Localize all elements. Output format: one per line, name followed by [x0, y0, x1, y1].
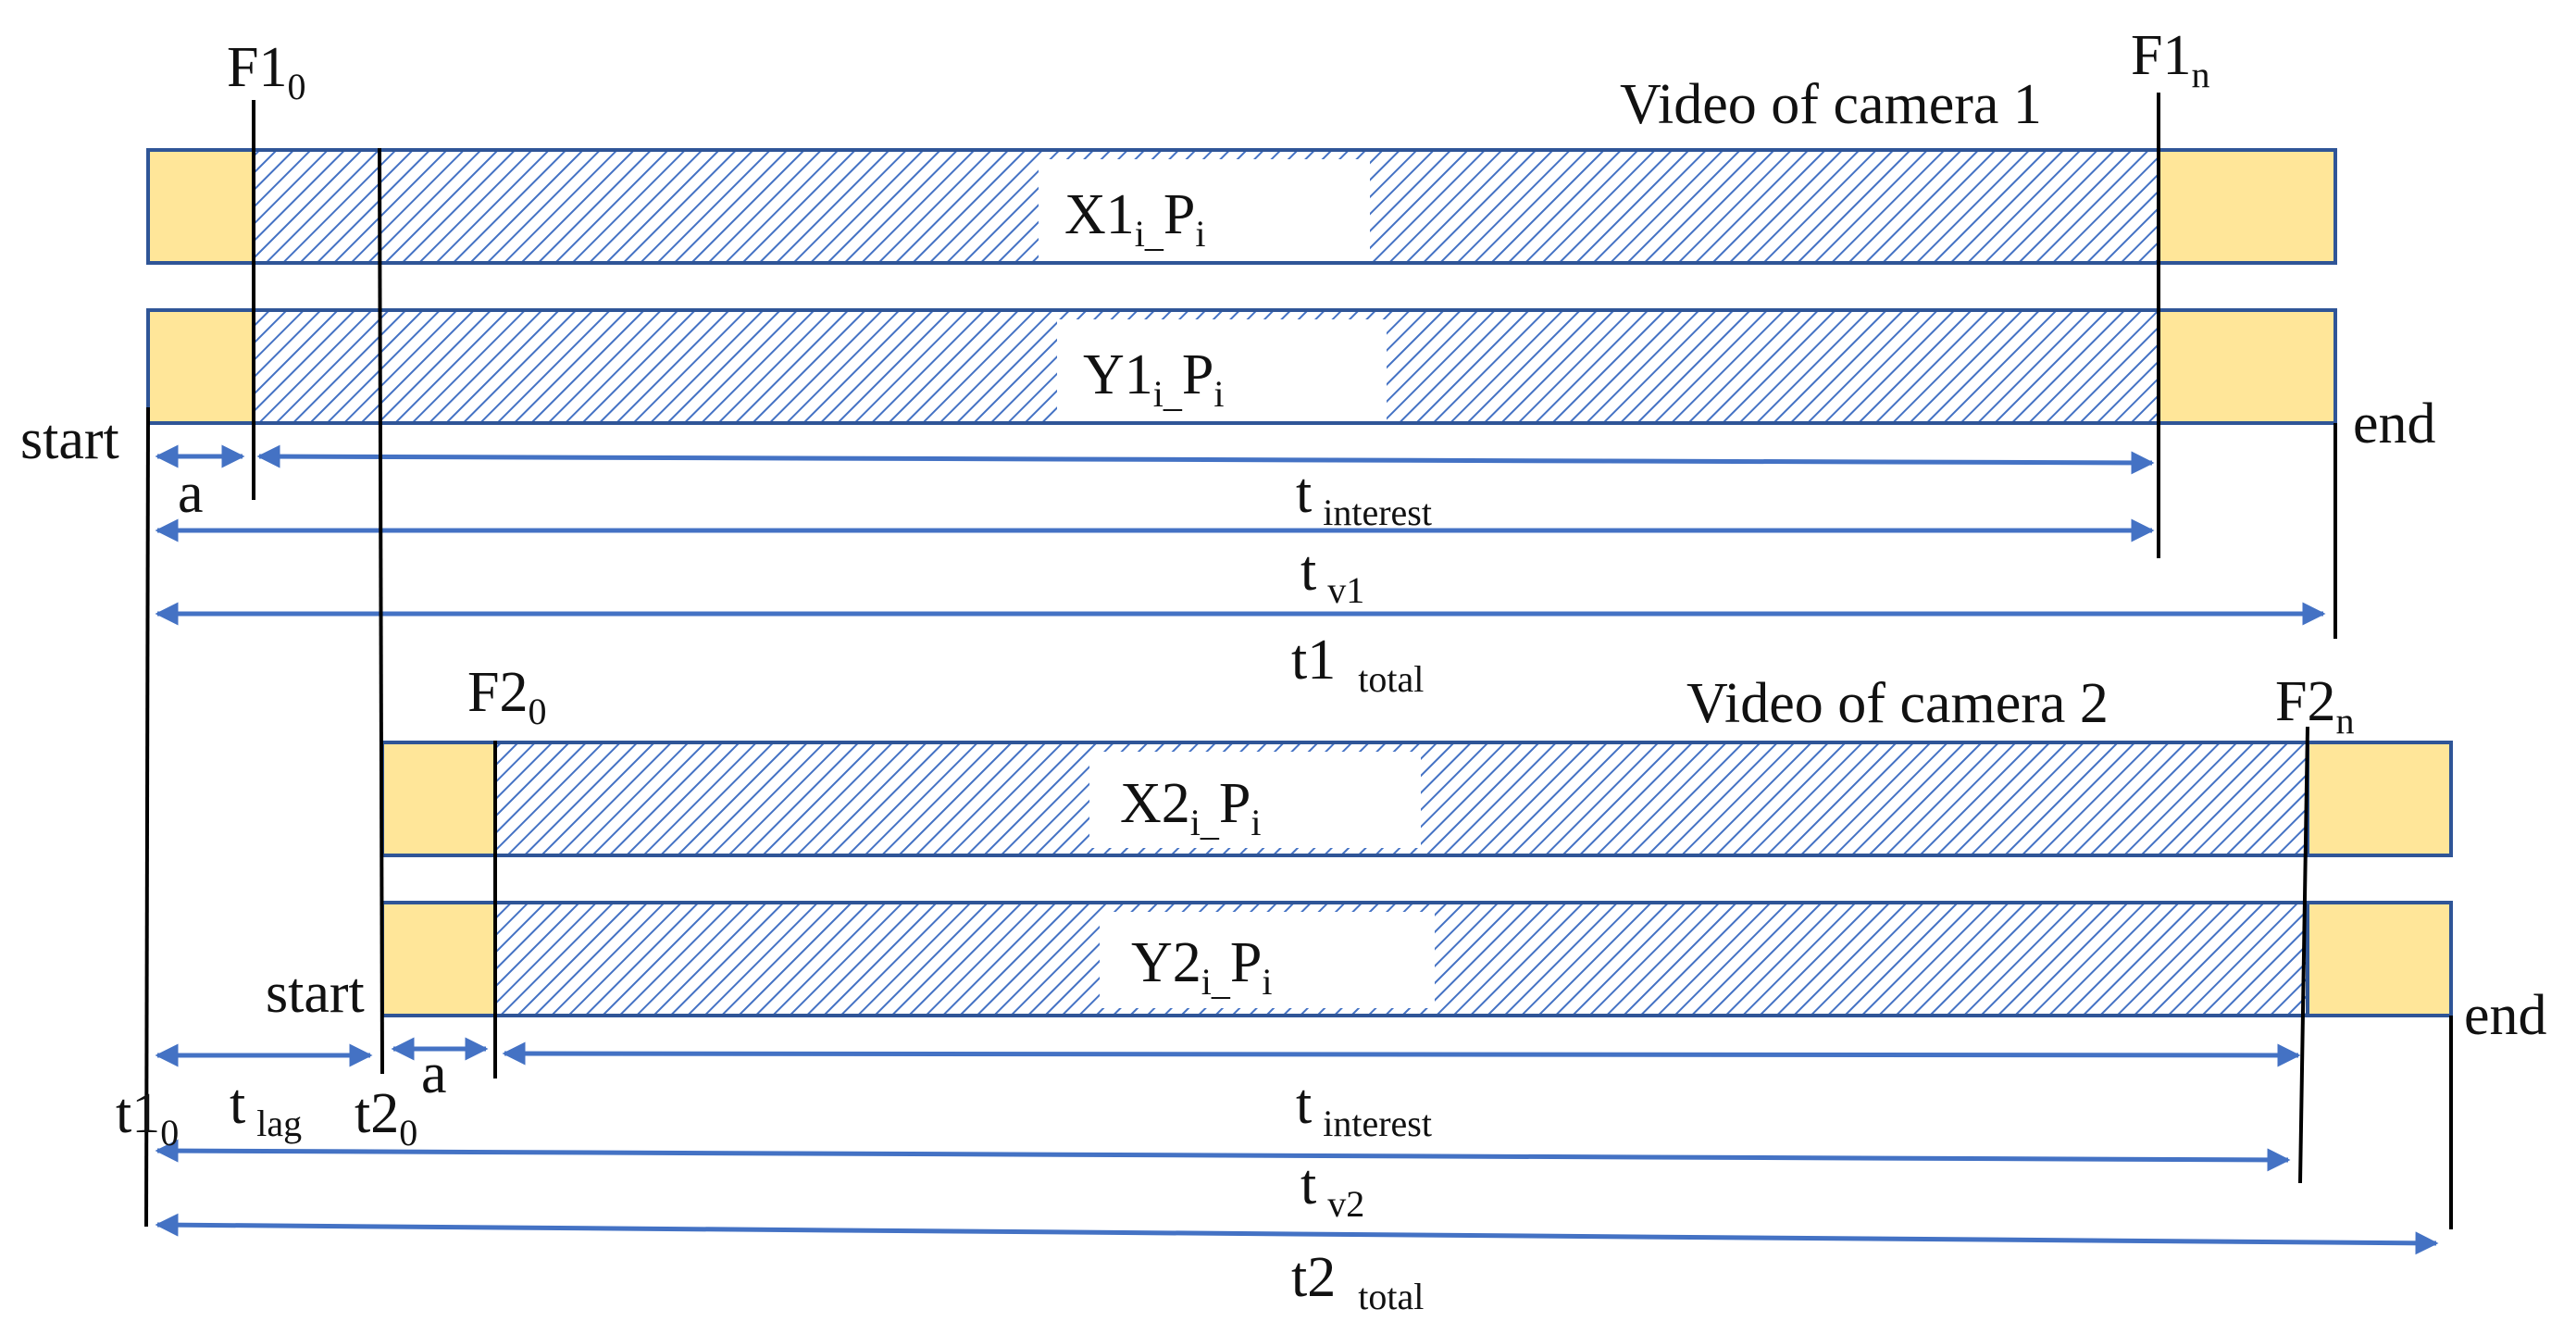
camera1-last-frame-label: F1n [2131, 24, 2209, 95]
camera2-row-y-label-box [1100, 912, 1435, 1008]
camera1-a-label: a [178, 462, 204, 525]
camera2-last-frame-label: F2n [2275, 670, 2354, 742]
camera2-video: Video of camera 2 X2i_Pi Y2i_Pi F20 F2n … [116, 147, 2547, 1317]
camera2-last-frame-marker [2298, 726, 2309, 1184]
camera2-row-y-leading-frames [380, 901, 497, 1017]
camera1-end-label: end [2353, 393, 2436, 455]
camera2-t-total-arrow [155, 1213, 2439, 1255]
camera2-title: Video of camera 2 [1686, 672, 2109, 735]
camera2-start-label: start [266, 962, 365, 1025]
camera1-row-y-label: Y1i_Pi [1083, 343, 1225, 415]
camera2-row-x-label-box [1089, 752, 1421, 848]
t1-zero-label: t10 [116, 1082, 179, 1153]
camera2-row-y-label: Y2i_Pi [1131, 931, 1273, 1003]
camera1-row-y-leading-frames [146, 308, 255, 425]
t2-zero-label: t20 [355, 1082, 417, 1153]
t1-zero-marker [144, 406, 150, 1228]
camera2-row-x-trailing-frames [2306, 741, 2453, 857]
camera1-row-x-trailing-frames [2157, 148, 2337, 265]
camera1-start-label: start [20, 408, 119, 471]
camera1-row-y: Y1i_Pi [146, 308, 2337, 425]
camera1-first-frame-label: F10 [227, 36, 305, 107]
camera2-row-y: Y2i_Pi [380, 901, 2453, 1017]
camera1-video: Video of camera 1 X1i_Pi Y1i_Pi F10 F1n … [20, 24, 2436, 700]
camera2-row-x: X2i_Pi [380, 741, 2453, 857]
camera2-row-y-trailing-frames [2306, 901, 2453, 1017]
camera1-row-x: X1i_Pi [146, 148, 2337, 265]
camera1-row-x-label: X1i_Pi [1064, 183, 1206, 255]
camera1-row-x-leading-frames [146, 148, 255, 265]
camera2-first-frame-label: F20 [467, 661, 546, 732]
camera1-row-x-label-box [1039, 159, 1370, 261]
camera2-end-label: end [2464, 984, 2547, 1047]
camera2-t-v-arrow [155, 1139, 2291, 1172]
camera1-t-interest-arrow [256, 444, 2155, 475]
camera2-t-interest-arrow [502, 1041, 2301, 1067]
camera1-row-y-label-box [1057, 319, 1387, 421]
camera1-row-y-trailing-frames [2157, 308, 2337, 425]
camera2-a-label: a [421, 1042, 447, 1105]
camera1-title: Video of camera 1 [1620, 73, 2042, 136]
camera2-row-x-label: X2i_Pi [1120, 772, 1262, 843]
t2-zero-marker [378, 147, 384, 1075]
camera2-row-x-leading-frames [380, 741, 497, 857]
